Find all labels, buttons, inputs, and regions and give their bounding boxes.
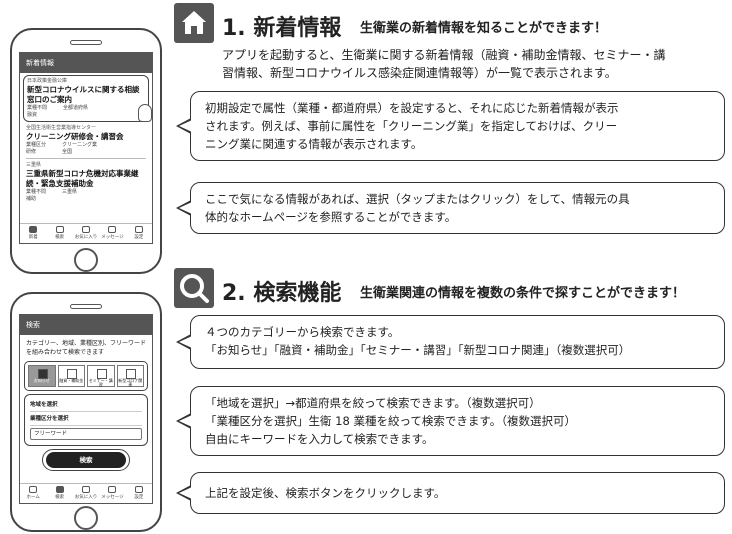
category-checkbox-covid[interactable]: 新型コロナ関連 xyxy=(116,365,144,387)
search-icon xyxy=(55,486,64,493)
section1-title: 1. 新着情報 xyxy=(222,16,342,41)
home-icon xyxy=(29,226,38,233)
phone-home-button xyxy=(74,506,98,530)
mail-icon xyxy=(108,486,117,493)
keyword-input[interactable]: フリーワード xyxy=(30,428,142,440)
search-icon xyxy=(174,268,214,308)
tap-hand-icon xyxy=(138,104,152,122)
phone-home-button xyxy=(74,248,98,272)
category-checkbox-loans[interactable]: 融資・補助金 xyxy=(57,365,85,387)
region-select[interactable]: 地域を選択 xyxy=(30,398,142,412)
search-icon xyxy=(55,226,64,233)
news-list-item[interactable]: 全国生活衛生営業指導センター クリーニング研修会・講習会 業種区分クリーニング業… xyxy=(26,122,146,159)
phone-speaker xyxy=(70,304,102,309)
section1-description: アプリを起動すると、生衛業に関する新着情報（融資・補助金情報、セミナー・講 習情… xyxy=(222,48,666,80)
news-list-item[interactable]: 日本政策金融公庫 新型コロナウイルスに関する相談窓口のご案内 業種不問全都道府県… xyxy=(23,75,149,122)
section2-title: 2. 検索機能 xyxy=(222,281,342,306)
phone-speaker xyxy=(70,40,102,45)
category-selector: お知らせ 融資・補助金 セミナー・講習 新型コロナ関連 xyxy=(24,361,148,391)
news-screen-header: 新着情報 xyxy=(20,53,152,73)
tab-favorites[interactable]: お気に入り xyxy=(73,484,99,503)
callout-search-button: 上記を設定後、検索ボタンをクリックします。 xyxy=(176,472,725,514)
tab-news[interactable]: 新着 xyxy=(20,224,46,243)
star-icon xyxy=(82,486,91,493)
search-tabbar: ホーム 検索 お気に入り メッセージ 設定 xyxy=(20,483,152,503)
news-list: 日本政策金融公庫 新型コロナウイルスに関する相談窓口のご案内 業種不問全都道府県… xyxy=(20,75,152,205)
category-checkbox-seminars[interactable]: セミナー・講習 xyxy=(87,365,115,387)
tab-favorites[interactable]: お気に入り xyxy=(73,224,99,243)
star-icon xyxy=(82,226,91,233)
search-filters: 地域を選択 業種区分を選択 フリーワード xyxy=(24,394,148,446)
tab-settings[interactable]: 設定 xyxy=(126,224,152,243)
home-icon xyxy=(29,486,38,493)
search-button[interactable]: 検索 xyxy=(42,449,130,471)
phone-mockup-search: 検索 カテゴリー、地域、業種区別、フリーワードを組み合わせて検索できます お知ら… xyxy=(10,292,162,532)
callout-categories: ４つのカテゴリーから検索できます。 「お知らせ」「融資・補助金」「セミナー・講習… xyxy=(176,315,725,369)
mail-icon xyxy=(108,226,117,233)
search-screen-header: 検索 xyxy=(20,315,152,335)
search-description: カテゴリー、地域、業種区別、フリーワードを組み合わせて検索できます xyxy=(26,340,146,356)
search-screen: 検索 カテゴリー、地域、業種区別、フリーワードを組み合わせて検索できます お知ら… xyxy=(19,314,153,504)
gear-icon xyxy=(134,486,143,493)
tab-messages[interactable]: メッセージ xyxy=(99,484,125,503)
category-checkbox-notice[interactable]: お知らせ xyxy=(28,365,56,387)
tab-search[interactable]: 検索 xyxy=(46,224,72,243)
news-list-item[interactable]: 三重県 三重県新型コロナ危機対応事業継続・緊急支援補助金 業種不問三重県 補助 xyxy=(26,162,139,202)
callout-attribute-settings: 初期設定で属性（業種・都道府県）を設定すると、それに応じた新着情報が表示 されま… xyxy=(176,91,725,161)
tab-search[interactable]: 検索 xyxy=(46,484,72,503)
tab-settings[interactable]: 設定 xyxy=(126,484,152,503)
news-tabbar: 新着 検索 お気に入り メッセージ 設定 xyxy=(20,223,152,243)
section2-subtitle: 生衛業関連の情報を複数の条件で探すことができます！ xyxy=(360,286,686,301)
industry-select[interactable]: 業種区分を選択 xyxy=(30,412,142,426)
callout-filters: 「地域を選択」→都道府県を絞って検索できます。（複数選択可） 「業種区分を選択」… xyxy=(176,386,725,456)
search-button-highlight xyxy=(42,449,130,471)
callout-select-info: ここで気になる情報があれば、選択（タップまたはクリック）をして、情報元の具 体的… xyxy=(176,182,725,234)
home-icon xyxy=(174,3,214,43)
news-screen: 新着情報 日本政策金融公庫 新型コロナウイルスに関する相談窓口のご案内 業種不問… xyxy=(19,52,153,244)
tab-messages[interactable]: メッセージ xyxy=(99,224,125,243)
gear-icon xyxy=(134,226,143,233)
tab-home[interactable]: ホーム xyxy=(20,484,46,503)
phone-mockup-news: 新着情報 日本政策金融公庫 新型コロナウイルスに関する相談窓口のご案内 業種不問… xyxy=(10,28,162,274)
section1-subtitle: 生衛業の新着情報を知ることができます！ xyxy=(360,21,608,36)
